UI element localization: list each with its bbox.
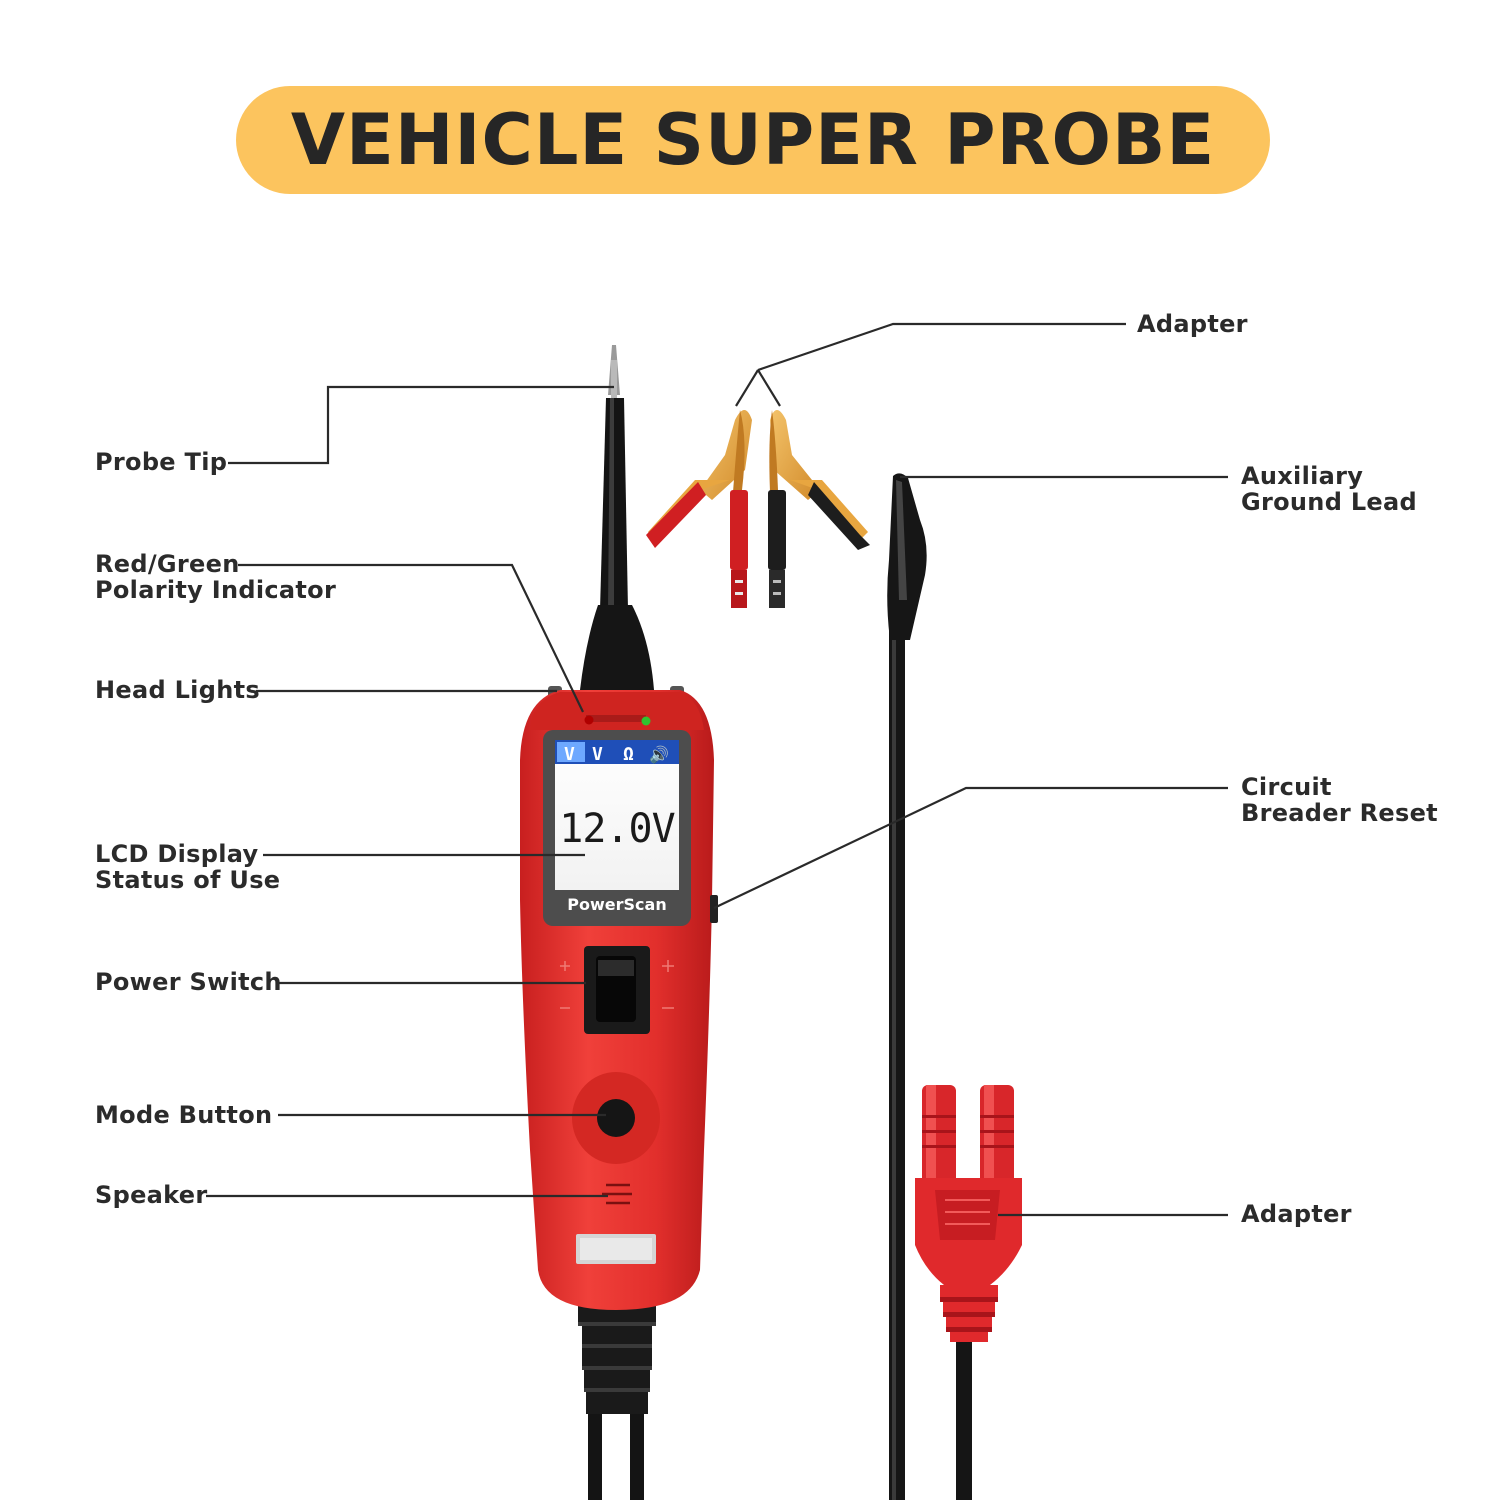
label-lcd-display: LCD Display Status of Use <box>95 840 281 894</box>
label-power-switch: Power Switch <box>95 968 282 996</box>
strain-relief <box>578 1300 656 1414</box>
lcd-reading: 12.0V <box>559 806 674 852</box>
leader-lines <box>206 322 1228 1217</box>
power-probe-device: V V Ω 🔊 12.0V PowerScan <box>520 345 718 1500</box>
clip-adapter <box>646 410 870 608</box>
label-auxiliary-ground-lead: Auxiliary Ground Lead <box>1241 462 1417 516</box>
label-head-lights: Head Lights <box>95 676 260 704</box>
bottom-adapter <box>915 1085 1022 1500</box>
label-adapter-bottom: Adapter <box>1241 1200 1352 1228</box>
page-title: VEHICLE SUPER PROBE <box>290 99 1216 181</box>
label-circuit-breaker-reset: Circuit Breader Reset <box>1241 773 1438 827</box>
brand-name: PowerScan <box>567 895 666 914</box>
auxiliary-ground-lead <box>887 473 927 1500</box>
label-adapter-top: Adapter <box>1137 310 1248 338</box>
lcd-mode-acv: V <box>592 744 603 765</box>
label-probe-tip: Probe Tip <box>95 448 228 476</box>
label-mode-button: Mode Button <box>95 1101 273 1129</box>
lcd-mode-dcv: V <box>564 744 575 765</box>
lcd-mode-ohm: Ω <box>623 744 634 765</box>
lcd-mode-sound: 🔊 <box>649 745 669 764</box>
label-speaker: Speaker <box>95 1181 208 1209</box>
speaker-grille <box>602 1183 632 1205</box>
title-banner: VEHICLE SUPER PROBE <box>236 86 1270 194</box>
label-polarity-indicator: Red/Green Polarity Indicator <box>95 550 337 604</box>
